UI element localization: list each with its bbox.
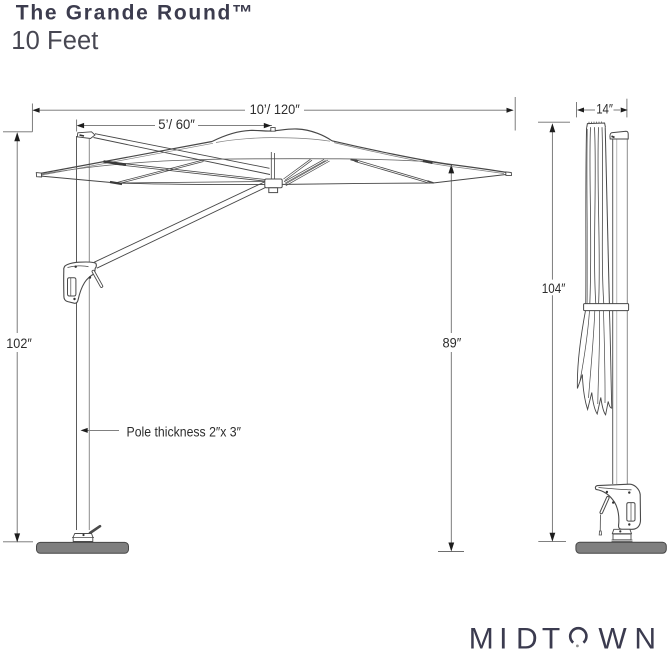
svg-text:I: I <box>499 622 507 652</box>
svg-text:M: M <box>469 622 494 652</box>
svg-text:104″: 104″ <box>542 280 566 296</box>
svg-text:Pole thickness 2″x 3″: Pole thickness 2″x 3″ <box>127 423 242 439</box>
svg-text:5’/ 60″: 5’/ 60″ <box>158 116 195 132</box>
svg-text:T: T <box>542 622 560 652</box>
svg-text:10 Feet: 10 Feet <box>11 27 98 55</box>
svg-text:10’/ 120″: 10’/ 120″ <box>250 101 300 117</box>
svg-text:14″: 14″ <box>596 100 613 116</box>
svg-text:89″: 89″ <box>443 335 462 351</box>
svg-text:D: D <box>516 622 538 652</box>
svg-text:W: W <box>598 622 627 652</box>
svg-text:102″: 102″ <box>6 335 32 351</box>
svg-text:The Grande Round™: The Grande Round™ <box>16 2 255 25</box>
svg-text:N: N <box>634 622 656 652</box>
